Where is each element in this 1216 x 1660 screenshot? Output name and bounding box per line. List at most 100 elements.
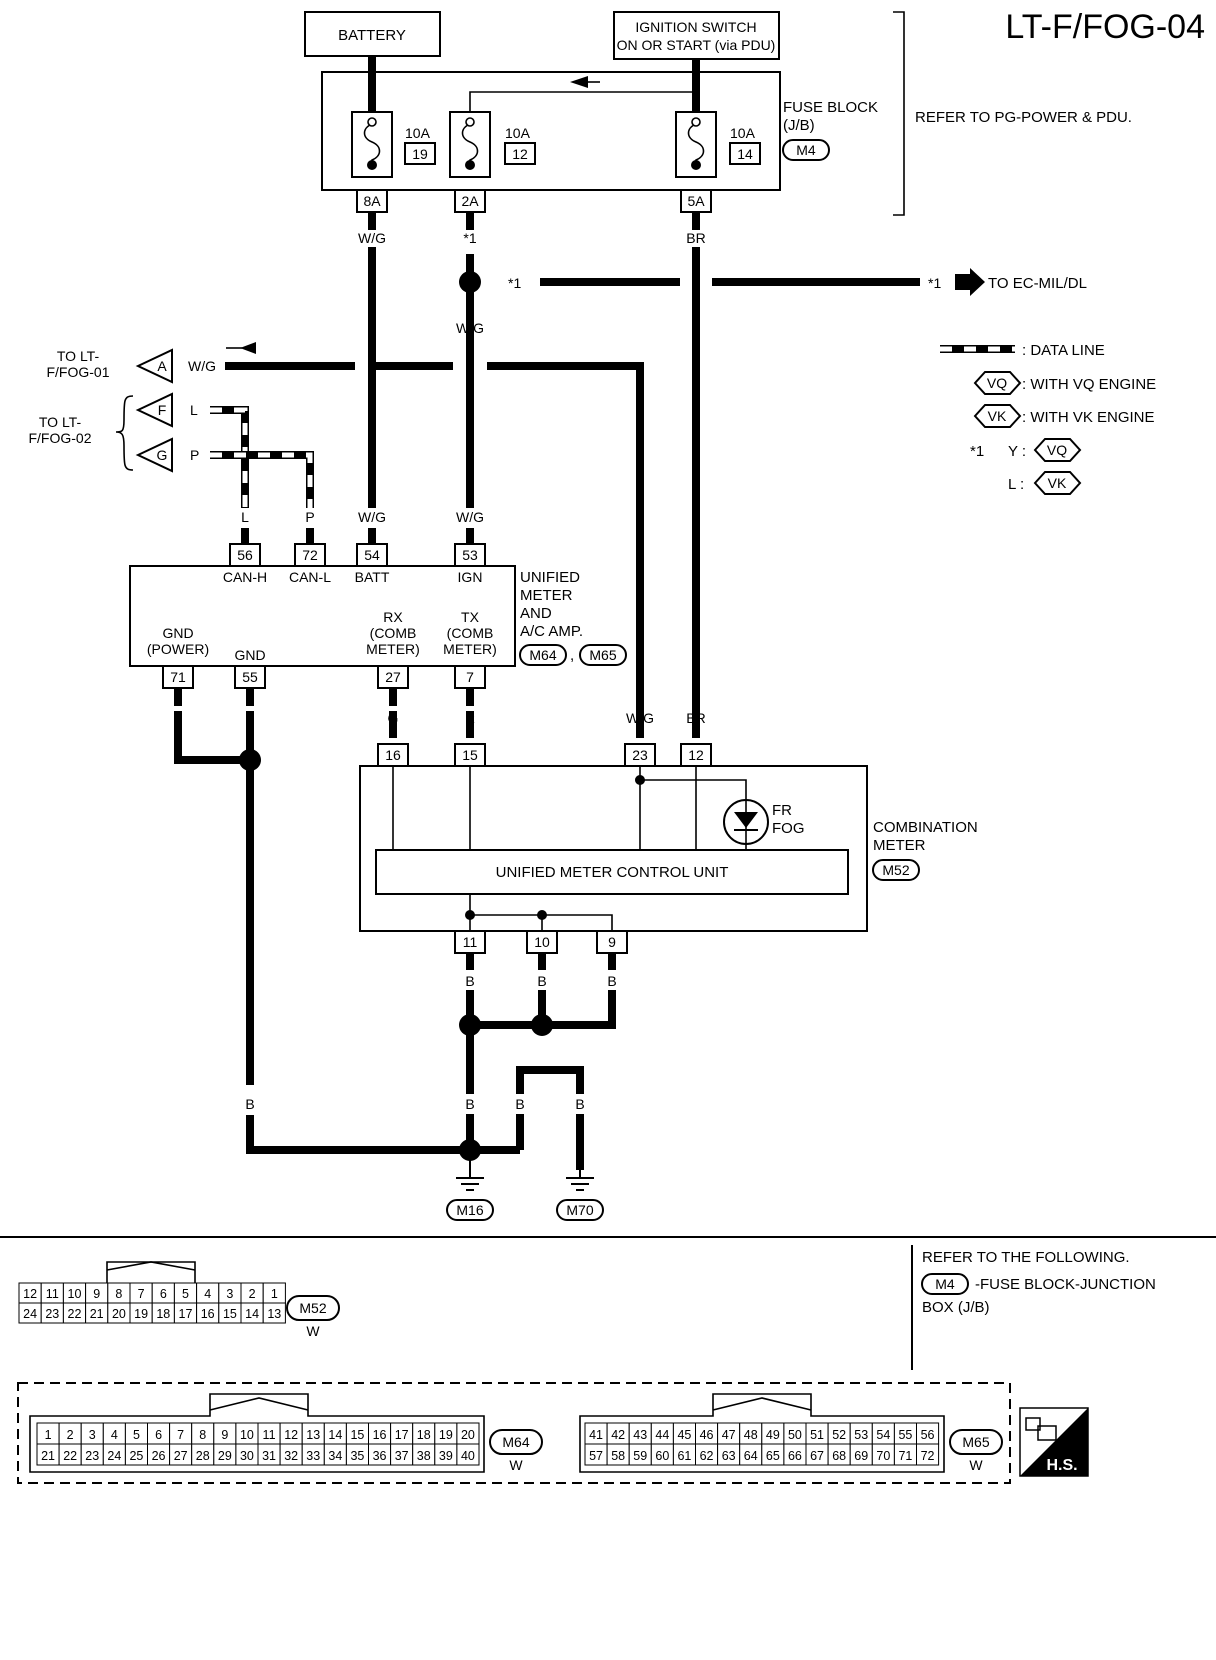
refer-following-line1: REFER TO THE FOLLOWING. [922,1249,1130,1266]
pin-9: 9 [608,934,616,950]
connector-pin-number: 17 [179,1307,193,1321]
wire-label-wg-batt: W/G [358,509,386,525]
wire-b-to-m16 [246,1115,470,1154]
pin-56-label: CAN-H [223,569,267,585]
connector-pin-number: 19 [439,1428,453,1442]
internal-junction-11 [465,910,475,920]
connector-pin-number: 11 [46,1287,59,1301]
connector-pin-number: 60 [655,1449,669,1463]
link-a-triangle [135,348,173,384]
connector-pin-number: 12 [23,1287,37,1301]
connector-pin-number: 72 [921,1449,935,1463]
connector-pin-number: 37 [395,1449,409,1463]
wire-label-wg-top: W/G [358,230,386,246]
wire-label-b-jump: B [515,1096,524,1112]
pin-56: 56 [237,547,253,563]
m52-view-badge [286,1295,340,1321]
fog02-brace [115,395,134,471]
wire-label-p: P [305,509,314,525]
connector-pin-number: 33 [306,1449,320,1463]
unified-meter-name-2: METER [520,587,573,604]
legend-star-vq-badge [1033,438,1082,462]
m65-badge [579,644,627,666]
wire-b-to-m70 [516,1066,584,1170]
m64-view-id: M64 [502,1434,529,1450]
connector-pin-number: 68 [832,1449,846,1463]
wire-label-br-12: BR [686,710,705,726]
m64-view-badge [489,1429,543,1455]
unified-meter-name-4: A/C AMP. [520,623,583,640]
wire-label-b-m16: B [465,1096,474,1112]
connector-pin-number: 27 [174,1449,188,1463]
connector-pin-number: 28 [196,1449,210,1463]
connector-frame [17,1382,1011,1484]
to-ec-arrow-icon [955,268,985,296]
connector-pin-number: 49 [766,1428,780,1442]
fuse-12-number-box [504,142,536,165]
label-gap-2 [452,1094,488,1114]
m70-label: M70 [566,1202,593,1218]
wire-b-9 [470,990,616,1029]
pin-53-label: IGN [458,569,483,585]
connector-pin-number: 58 [611,1449,625,1463]
combination-meter-box [359,765,868,932]
battery-label: BATTERY [338,27,406,44]
connector-pin-number: 34 [328,1449,342,1463]
refer-following-line3: BOX (J/B) [922,1299,990,1316]
pin-7-label-3: METER) [443,641,497,657]
combination-meter-name-2: METER [873,837,926,854]
connector-pin-number: 15 [350,1428,364,1442]
fuse-12 [449,111,491,178]
connector-pin-number: 1 [45,1428,52,1442]
pin-7: 7 [466,669,474,685]
connector-pin-number: 2 [249,1287,256,1301]
connector-pin-number: 41 [589,1428,603,1442]
combination-meter-name-1: COMBINATION [873,819,978,836]
wire-label-b-10: B [537,973,546,989]
wire-label-wg-ign-low: W/G [456,509,484,525]
pin-71-label-2: (POWER) [147,641,209,657]
legend-star-vk-badge [1033,471,1082,495]
pin-7-label-2: (COMB [447,625,494,641]
connector-pin-number: 65 [766,1449,780,1463]
to-fog01-line1: TO LT- [57,348,100,364]
connector-pin-number: 64 [744,1449,758,1463]
link-g-letter: G [157,447,168,463]
connector-pin-number: 18 [417,1428,431,1442]
pin-72-label: CAN-L [289,569,331,585]
connector-pin-number: 25 [129,1449,143,1463]
flow-arrow-a-icon [240,342,256,354]
wire-label-b-11: B [465,973,474,989]
star1-label-ec: *1 [928,275,941,291]
connector-pin-number: 56 [921,1428,935,1442]
internal-junction-23 [635,775,645,785]
fuse-12-amps: 10A [505,125,531,141]
connector-pin-number: 46 [700,1428,714,1442]
legend-with-vq: : WITH VQ ENGINE [1022,376,1156,393]
pin-54-label: BATT [355,569,390,585]
connector-pin-number: 45 [677,1428,691,1442]
connector-pin-number: 14 [245,1307,259,1321]
unified-meter-name-1: UNIFIED [520,569,580,586]
connector-pin-number: 52 [832,1428,846,1442]
unified-meter-name-3: AND [520,605,552,622]
connector-pin-number: 22 [63,1449,77,1463]
m16-badge [446,1199,494,1221]
wire-b-gnd-power [174,711,250,764]
hs-badge-text: H.S. [1046,1457,1077,1474]
combination-meter-top-pins [377,743,712,767]
m65-view-badge [949,1429,1003,1455]
m70-badge [556,1199,604,1221]
pin-15: 15 [462,747,478,763]
fr-fog-indicator-icon [723,799,769,845]
connector-pin-number: 12 [284,1428,298,1442]
connector-pin-number: 9 [93,1287,100,1301]
connector-pin-number: 13 [306,1428,320,1442]
fr-fog-label-1: FR [772,802,792,819]
ignition-junction [692,88,700,96]
legend-vq: VQ [987,375,1007,391]
connector-pin-number: 32 [284,1449,298,1463]
connector-pin-number: 57 [589,1449,603,1463]
connector-pin-number: 8 [115,1287,122,1301]
